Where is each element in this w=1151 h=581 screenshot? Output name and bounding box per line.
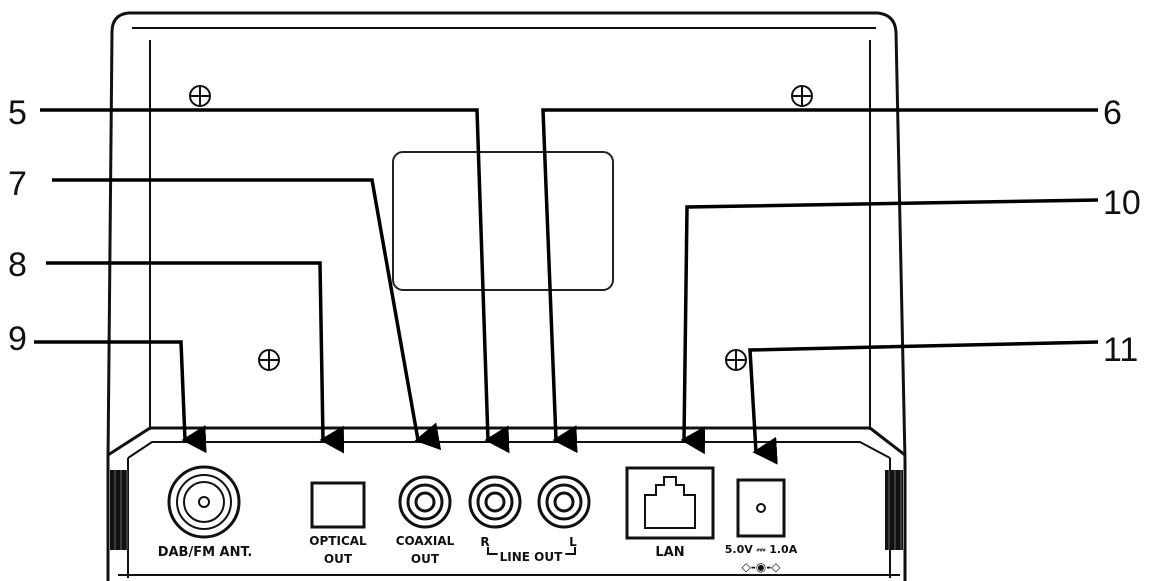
screw-icon (189, 85, 211, 107)
callout-5: 5 (8, 94, 27, 132)
line-out-bracket (487, 547, 576, 555)
device-body (106, 11, 907, 581)
line-out-r-jack-icon (468, 475, 522, 529)
line-out-l-jack-icon (537, 475, 591, 529)
coaxial-label-line2: OUT (411, 552, 440, 566)
coaxial-out-jack-icon (398, 475, 452, 529)
leader-line-10 (680, 198, 1099, 455)
label-recess (392, 151, 614, 291)
lan-port-icon (625, 466, 715, 540)
leader-line-5 (40, 108, 510, 454)
callout-11: 11 (1103, 331, 1139, 369)
antenna-label: DAB/FM ANT. (158, 545, 253, 560)
leader-line-7 (52, 178, 442, 451)
leader-line-6 (541, 108, 1098, 454)
leader-line-11 (748, 340, 1099, 465)
callout-8: 8 (8, 246, 27, 284)
callout-9: 9 (8, 320, 27, 358)
lan-label: LAN (655, 545, 684, 560)
optical-label-line2: OUT (324, 552, 353, 566)
right-vent (885, 470, 903, 550)
optical-label-line1: OPTICAL (309, 534, 367, 548)
leader-line-8 (46, 261, 345, 454)
leader-line-9 (34, 340, 207, 454)
line-out-l-label: L (569, 535, 577, 549)
power-rating-label: 5.0V ⎓ 1.0A (725, 543, 798, 556)
left-vent (110, 470, 128, 550)
screw-icon (725, 349, 747, 371)
coaxial-label-line1: COAXIAL (396, 534, 455, 548)
callout-6: 6 (1103, 94, 1122, 132)
callout-10: 10 (1103, 184, 1141, 222)
callout-7: 7 (8, 165, 27, 203)
dc-power-jack-icon (736, 478, 786, 538)
screw-icon (258, 349, 280, 371)
line-out-r-label: R (480, 535, 489, 549)
antenna-connector-icon (167, 465, 241, 539)
line-out-label: LINE OUT (500, 550, 563, 564)
optical-out-port-icon (310, 481, 366, 529)
power-polarity-icon: ◇-◉-◇ (742, 560, 782, 574)
screw-icon (791, 85, 813, 107)
